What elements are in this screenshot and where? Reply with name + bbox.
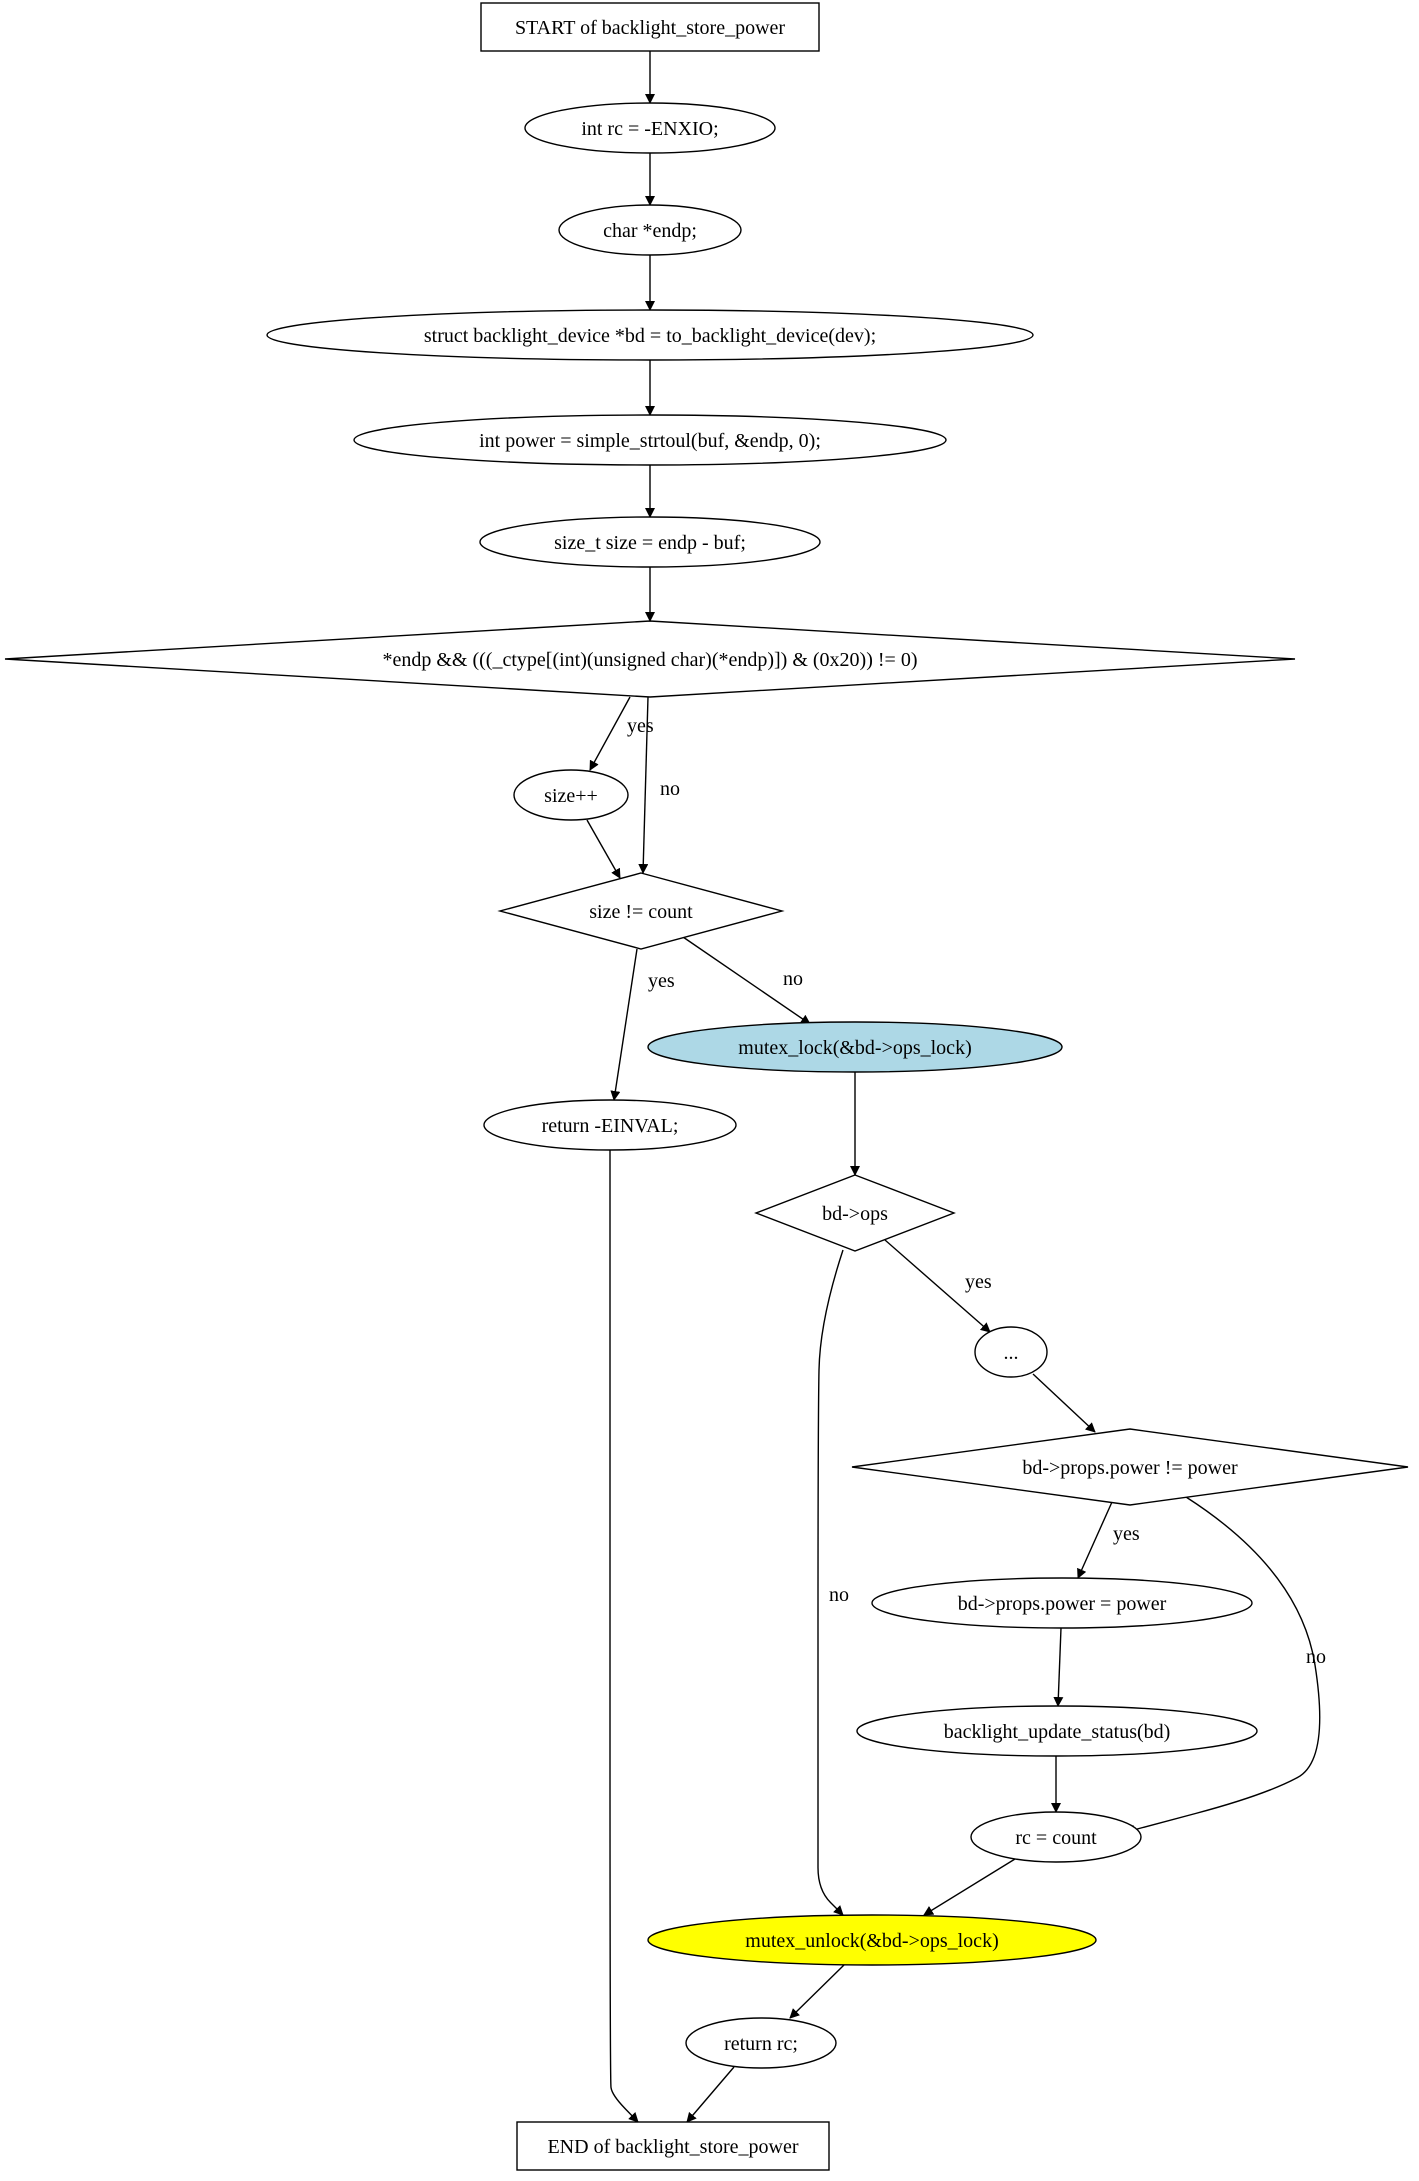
node-cond-size: size != count [497,872,785,950]
node-decl-bd: struct backlight_device *bd = to_backlig… [266,309,1034,361]
edge-cond_space-to-cond_size [638,696,649,874]
node-shape-ellipse [266,309,1034,361]
edge-label-cond_space-to-cond_size: no [660,778,680,800]
node-label: int power = simple_strtoul(buf, &endp, 0… [479,430,821,452]
node-label: struct backlight_device *bd = to_backlig… [424,325,876,347]
node-shape-ellipse [483,1099,737,1151]
node-cond-power: bd->props.power != power [851,1428,1409,1506]
edge-ret_einval-to-end [609,1150,639,2123]
node-shape-diamond [851,1428,1409,1506]
node-label: *endp && (((_ctype[(int)(unsigned char)(… [383,649,918,671]
node-rc-count: rc = count [970,1811,1142,1863]
node-shape-diamond [497,872,785,950]
node-cond-ops: bd->ops [754,1174,956,1252]
node-shape-ellipse [970,1811,1142,1863]
edge-cond_space-to-size_inc [589,696,631,771]
node-cond-space: *endp && (((_ctype[(int)(unsigned char)(… [4,620,1296,698]
node-shape-ellipse [856,1705,1258,1757]
node-shape-diamond [754,1174,956,1252]
node-init-rc: int rc = -ENXIO; [524,102,776,154]
node-label: size++ [544,785,598,807]
node-label: mutex_unlock(&bd->ops_lock) [745,1930,998,1952]
edge-cond_size-to-ret_einval [610,948,638,1101]
node-label: return -EINVAL; [542,1115,679,1137]
edge-ret_rc-to-end [686,2066,735,2123]
node-ret-einval: return -EINVAL; [483,1099,737,1151]
node-label: size != count [589,901,693,923]
node-start: START of backlight_store_power [480,2,820,52]
node-shape-box [480,2,820,52]
node-size-inc: size++ [513,769,629,821]
node-update-status: backlight_update_status(bd) [856,1705,1258,1757]
node-shape-ellipse [353,414,947,466]
edge-cond_power-to-assign_power [1077,1501,1113,1579]
node-ellipsis: ... [974,1326,1048,1378]
node-assign-power: bd->props.power = power [871,1577,1253,1629]
node-shape-ellipse [685,2017,837,2069]
node-label: START of backlight_store_power [515,17,785,39]
node-decl-endp: char *endp; [558,204,742,256]
node-ret-rc: return rc; [685,2017,837,2069]
node-shape-ellipse [513,769,629,821]
node-label: bd->props.power != power [1022,1457,1238,1479]
edge-assign_power-to-update_status [1053,1627,1064,1707]
node-label: bd->props.power = power [958,1593,1167,1615]
edge-label-cond_power-to-rc_count: no [1306,1646,1326,1668]
edge-label-cond_ops-to-ellipsis: yes [965,1271,992,1293]
edge-label-cond_ops-to-mutex_unlock: no [829,1584,849,1606]
node-mutex-unlock: mutex_unlock(&bd->ops_lock) [647,1914,1097,1966]
node-label: mutex_lock(&bd->ops_lock) [738,1037,971,1059]
node-label: ... [1004,1342,1019,1364]
edge-label-cond_size-to-ret_einval: yes [648,970,675,992]
node-decl-size: size_t size = endp - buf; [479,516,821,568]
node-shape-ellipse [558,204,742,256]
edge-cond_size-to-mutex_lock [682,936,811,1025]
edge-ellipsis-to-cond_power [1032,1373,1096,1433]
node-shape-ellipse [647,1021,1063,1073]
node-shape-ellipse [524,102,776,154]
node-shape-ellipse [871,1577,1253,1629]
edge-cond_ops-to-mutex_unlock [817,1249,844,1916]
edge-size_inc-to-cond_size [586,819,621,879]
node-label: rc = count [1015,1827,1097,1849]
node-shape-ellipse [647,1914,1097,1966]
edge-cond_ops-to-ellipsis [884,1239,991,1333]
node-shape-diamond [4,620,1296,698]
node-label: END of backlight_store_power [547,2136,798,2158]
node-shape-box [516,2121,830,2171]
node-decl-power: int power = simple_strtoul(buf, &endp, 0… [353,414,947,466]
node-label: char *endp; [603,220,697,242]
edge-mutex_unlock-to-ret_rc [789,1964,845,2019]
edge-label-cond_power-to-assign_power: yes [1113,1523,1140,1545]
edge-rc_count-to-mutex_unlock [923,1858,1016,1916]
node-shape-ellipse [479,516,821,568]
edge-label-cond_space-to-size_inc: yes [627,715,654,737]
node-mutex-lock: mutex_lock(&bd->ops_lock) [647,1021,1063,1073]
node-shape-ellipse [974,1326,1048,1378]
node-label: size_t size = endp - buf; [554,532,746,554]
node-label: int rc = -ENXIO; [581,118,718,140]
node-label: return rc; [724,2033,798,2055]
node-label: backlight_update_status(bd) [944,1721,1171,1743]
edge-label-cond_size-to-mutex_lock: no [783,968,803,990]
node-label: bd->ops [822,1203,888,1225]
edge-cond_power-to-rc_count [1125,1496,1321,1835]
node-end: END of backlight_store_power [516,2121,830,2171]
